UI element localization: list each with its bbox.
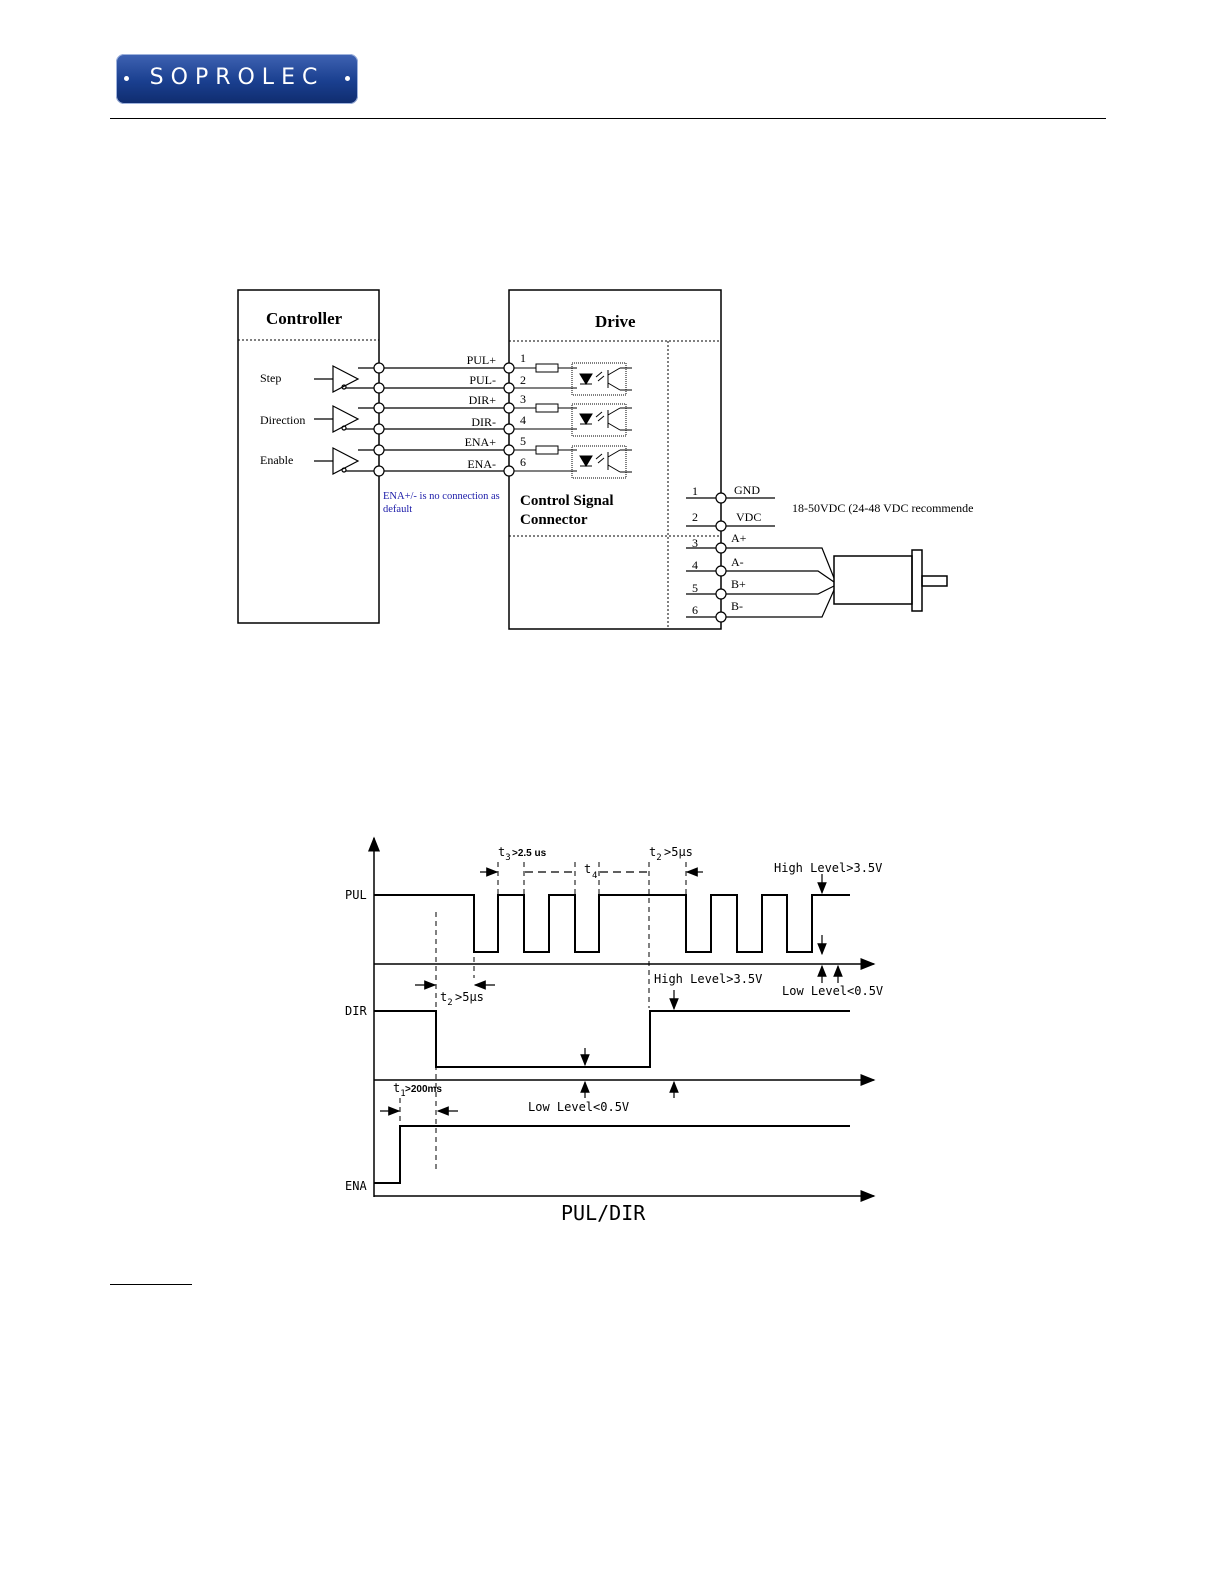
t4-label: 4 — [592, 871, 597, 881]
signal-label: DIR- — [471, 415, 496, 429]
ena-note-2: default — [383, 504, 412, 515]
timing-caption: PUL/DIR — [561, 1201, 646, 1225]
pul-low-level: Low Level<0.5V — [782, 984, 883, 998]
svg-text:t2: t2 — [649, 845, 662, 863]
power-label-gnd: GND — [734, 483, 760, 497]
motor-pin: 6 — [692, 603, 698, 617]
soprolec-logo: SOPROLEC — [116, 54, 358, 104]
power-note: 18-50VDC (24-48 VDC recommende — [792, 501, 973, 515]
ena-note: ENA+/- is no connection as — [383, 491, 500, 502]
svg-text:t2: t2 — [440, 990, 453, 1008]
pul-high-level: High Level>3.5V — [774, 861, 882, 875]
timing-signal-ena: ENA — [345, 1179, 367, 1193]
timing-diagram — [368, 836, 876, 1202]
power-pin: 2 — [692, 510, 698, 524]
pin-number: 2 — [520, 373, 526, 387]
dir-low-level: Low Level<0.5V — [528, 1100, 629, 1114]
pin-number: 3 — [520, 392, 526, 406]
signal-label: ENA- — [467, 457, 496, 471]
connector-title-2: Connector — [520, 512, 588, 528]
dir-high-level: High Level>3.5V — [654, 972, 762, 986]
pin-number: 6 — [520, 455, 526, 469]
timing-signal-dir: DIR — [345, 1004, 367, 1018]
t1-label: >200ms — [405, 1084, 442, 1095]
motor-label: B+ — [731, 577, 746, 591]
svg-text:t3: t3 — [498, 845, 511, 863]
t2-top-label: >5µs — [664, 845, 693, 859]
pin-number: 1 — [520, 351, 526, 365]
power-label-vdc: VDC — [736, 510, 761, 524]
input-direction: Direction — [260, 413, 305, 427]
svg-text:t1: t1 — [393, 1081, 406, 1099]
wiring-diagram — [237, 289, 948, 630]
signal-label: ENA+ — [465, 435, 497, 449]
header-rule — [110, 118, 1106, 119]
power-pin: 1 — [692, 484, 698, 498]
drive-box — [508, 289, 722, 630]
input-enable: Enable — [260, 453, 293, 467]
stepper-motor-icon — [833, 549, 948, 612]
motor-label: B- — [731, 599, 743, 613]
logo-text: SOPROLEC — [149, 65, 325, 90]
section-underline — [110, 1284, 192, 1285]
connector-title: Control Signal — [520, 493, 614, 509]
motor-pin: 4 — [692, 558, 698, 572]
controller-title: Controller — [266, 309, 343, 328]
t3-label: >2.5 us — [512, 848, 547, 859]
controller-box — [237, 289, 380, 624]
pin-number: 4 — [520, 413, 526, 427]
motor-pin: 3 — [692, 536, 698, 550]
signal-label: PUL+ — [467, 353, 497, 367]
motor-label: A- — [731, 555, 744, 569]
timing-signal-pul: PUL — [345, 888, 367, 902]
drive-title: Drive — [595, 312, 636, 331]
motor-pin: 5 — [692, 581, 698, 595]
signal-label: DIR+ — [469, 393, 497, 407]
svg-text:t: t — [584, 862, 591, 876]
motor-label: A+ — [731, 531, 747, 545]
t2-dir-label: >5µs — [455, 990, 484, 1004]
pin-number: 5 — [520, 434, 526, 448]
signal-label: PUL- — [469, 373, 496, 387]
input-step: Step — [260, 371, 281, 385]
